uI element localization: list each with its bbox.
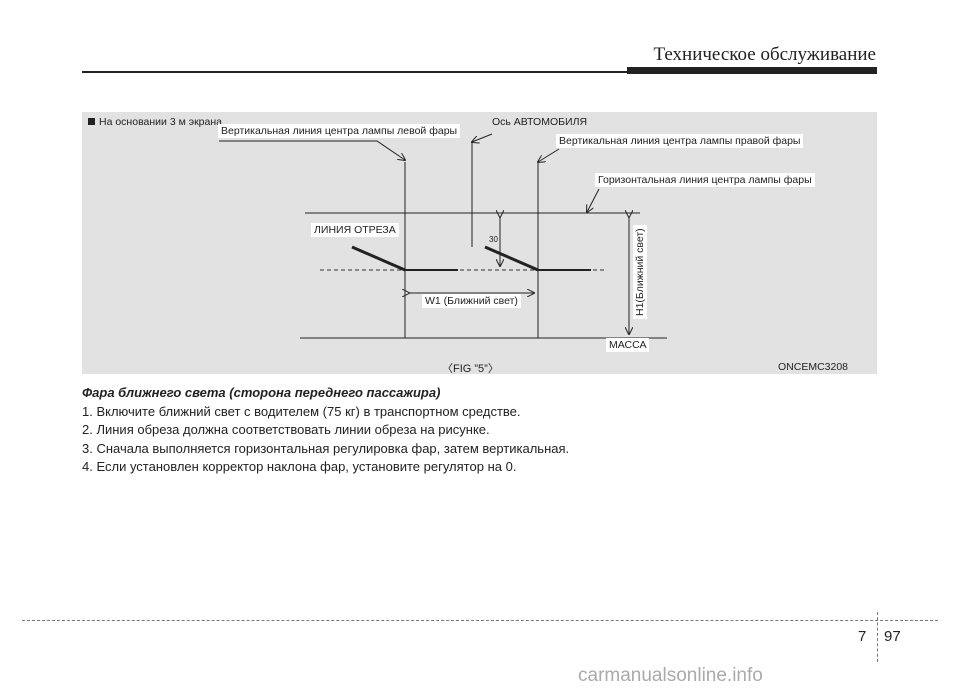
instruction-step: 4. Если установлен корректор наклона фар… [82, 459, 517, 474]
headlamp-aiming-figure: На основании 3 м экрана Вертикальная лин… [82, 112, 877, 375]
watermark: carmanualsonline.info [578, 665, 763, 686]
instruction-step: 1. Включите ближний свет с водителем (75… [82, 403, 521, 419]
right-lamp-leader [538, 148, 560, 162]
left-lamp-vertical-label: Вертикальная линия центра лампы левой фа… [218, 124, 461, 138]
page-number: 97 [884, 628, 901, 645]
right-lamp-vertical-label: Вертикальная линия центра лампы правой ф… [556, 134, 804, 148]
horizontal-line-leader [587, 188, 600, 212]
vehicle-axis-leader [472, 133, 493, 142]
footer-rule [22, 620, 938, 621]
figure-code: ONCEMC3208 [778, 361, 849, 373]
aiming-diagram [219, 133, 667, 339]
instructions-subheading: Фара ближнего света (сторона переднего п… [82, 385, 441, 400]
right-cutoff-slope [484, 245, 539, 272]
ground-label: МАССА [606, 338, 650, 352]
left-cutoff-slope [351, 245, 406, 272]
left-lamp-leader [219, 140, 405, 160]
header-rule [82, 71, 628, 73]
vehicle-axis-label: Ось АВТОМОБИЛЯ [492, 116, 588, 128]
dimension-30-label: 30 [489, 235, 498, 244]
figure-caption: 〈FIG ”5”〉 [442, 363, 499, 375]
header-rule-accent [627, 67, 877, 74]
lamp-horizontal-label: Горизонтальная линия центра лампы фары [595, 173, 815, 187]
instructions-block: Фара ближнего света (сторона переднего п… [82, 384, 877, 477]
w1-label: W1 (Ближний свет) [422, 294, 521, 308]
footer-divider [877, 612, 878, 662]
instruction-step: 2. Линия обреза должна соответствовать л… [82, 422, 490, 437]
instruction-step: 3. Сначала выполняется горизонтальная ре… [82, 440, 570, 456]
bullet-square-icon [88, 118, 95, 125]
basis-note: На основании 3 м экрана [88, 116, 222, 128]
chapter-number: 7 [858, 628, 867, 645]
h1-label: H1(Ближний свет) [633, 225, 647, 319]
section-title: Техническое обслуживание [653, 44, 876, 65]
cutoff-line-label: ЛИНИЯ ОТРЕЗА [311, 223, 399, 237]
